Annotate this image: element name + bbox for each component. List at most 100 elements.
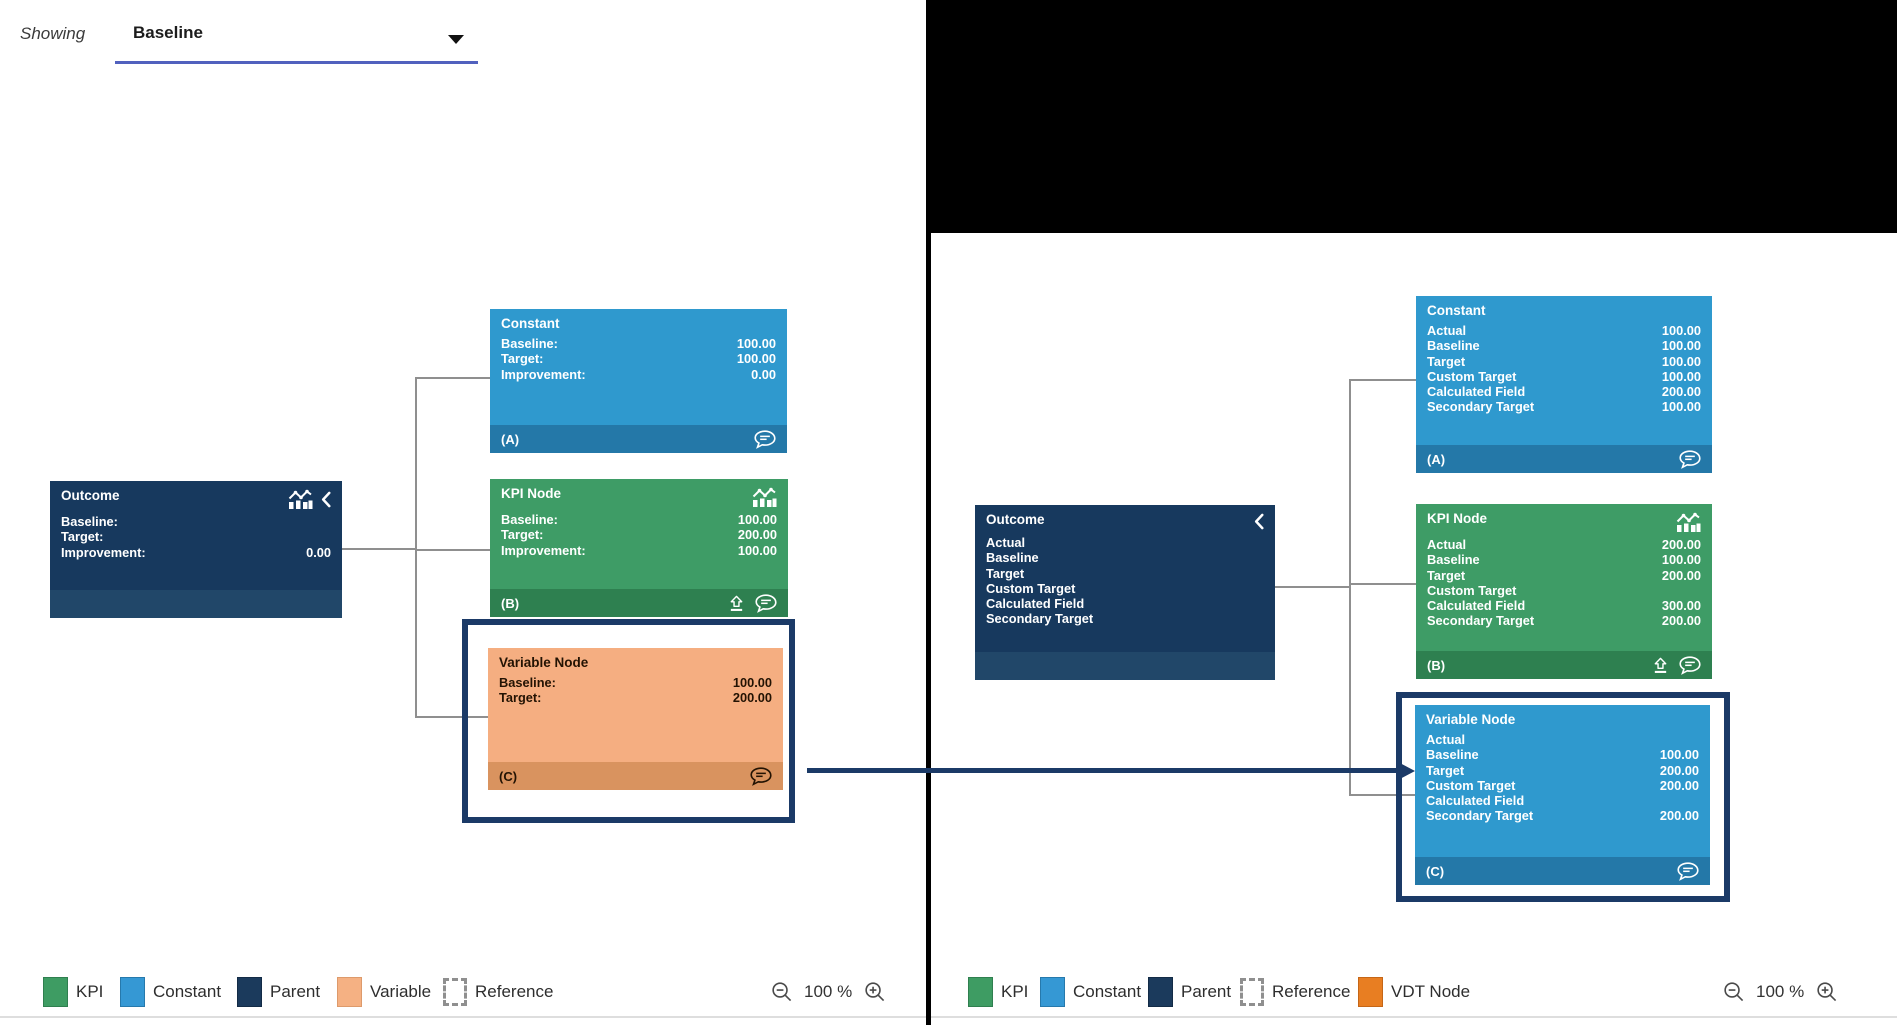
node-footer: (C) [488, 762, 783, 790]
node-title: Constant [501, 316, 560, 331]
reference-swatch [443, 978, 467, 1006]
comment-icon[interactable] [750, 767, 772, 786]
node-field-row: Target:100.00 [501, 351, 776, 367]
publish-arrow-up-icon[interactable] [1652, 657, 1669, 674]
node-variable-left[interactable]: Variable Node Baseline:100.00 Target:200… [488, 648, 783, 790]
node-field-row: Improvement:0.00 [61, 544, 331, 560]
zoom-in-icon[interactable] [863, 980, 886, 1003]
mapping-arrow-head [1398, 762, 1415, 780]
reference-swatch [1240, 978, 1264, 1006]
node-field-row: Baseline: [61, 514, 118, 529]
node-kpi-left[interactable]: KPI Node Baseline:100.00 Target:200.00 I… [490, 479, 788, 617]
zoom-controls-right: 100 % [1722, 980, 1838, 1003]
kpi-swatch [968, 977, 993, 1007]
showing-label: Showing [20, 24, 86, 43]
comment-icon[interactable] [1679, 656, 1701, 675]
chart-icon [1675, 512, 1701, 532]
node-field-row: Target:200.00 [501, 527, 777, 543]
comment-icon[interactable] [754, 430, 776, 449]
legend-item-constant: Constant [1040, 976, 1141, 1008]
legend-bar-right [931, 967, 1897, 1018]
node-footer: (B) [490, 589, 788, 617]
legend-item-parent: Parent [237, 976, 320, 1008]
node-field-row: Custom Target [1427, 582, 1517, 598]
variable-swatch [337, 977, 362, 1007]
node-footer: (C) [1415, 857, 1710, 885]
connector-line [1349, 379, 1351, 796]
chevron-left-icon[interactable] [321, 491, 331, 508]
node-field-row: Baseline:100.00 [501, 336, 776, 351]
node-footer: (A) [1416, 445, 1712, 473]
comment-icon[interactable] [755, 594, 777, 613]
node-footer: (B) [1416, 651, 1712, 679]
view-selector-dropdown[interactable]: Baseline [115, 14, 478, 64]
constant-swatch [1040, 977, 1065, 1007]
node-ref-label: (A) [1427, 451, 1446, 467]
node-title: Variable Node [499, 655, 589, 670]
node-title: KPI Node [501, 486, 562, 501]
node-footer: (A) [490, 425, 787, 453]
node-outcome-left[interactable]: Outcome Baseline: Target: Improvement:0.… [50, 481, 342, 618]
connector-line [1351, 583, 1416, 585]
zoom-controls-left: 100 % [770, 980, 886, 1003]
comment-icon[interactable] [1677, 862, 1699, 881]
publish-arrow-up-icon[interactable] [728, 595, 745, 612]
connector-line [342, 548, 415, 550]
chart-icon [751, 487, 777, 507]
node-title: Variable Node [1426, 712, 1516, 727]
node-ref-label: (B) [501, 595, 520, 611]
node-field-row: Target [986, 565, 1025, 581]
connector-line [417, 716, 488, 718]
parent-swatch [237, 977, 262, 1007]
zoom-out-icon[interactable] [1722, 980, 1745, 1003]
node-footer [50, 590, 342, 618]
node-ref-label: (B) [1427, 657, 1446, 673]
chevron-left-icon[interactable] [1254, 513, 1264, 530]
kpi-swatch [43, 977, 68, 1007]
node-field-row: Improvement:100.00 [501, 542, 777, 558]
comment-icon[interactable] [1679, 450, 1701, 469]
zoom-level: 100 % [804, 981, 853, 1001]
zoom-in-icon[interactable] [1815, 980, 1838, 1003]
vdt-node-swatch [1358, 977, 1383, 1007]
node-footer [975, 652, 1275, 680]
node-field-row: Custom Target [986, 580, 1076, 596]
node-field-row: Baseline:100.00 [499, 675, 772, 690]
connector-line [417, 549, 490, 551]
connector-line [415, 377, 417, 718]
caret-down-icon [448, 35, 464, 44]
node-title: KPI Node [1427, 511, 1488, 526]
selection-highlight-box [1396, 692, 1730, 902]
legend-item-reference: Reference [1240, 976, 1350, 1008]
parent-swatch [1148, 977, 1173, 1007]
node-field-row: Secondary Target [986, 611, 1094, 627]
connector-line [417, 377, 490, 379]
constant-swatch [120, 977, 145, 1007]
connector-line [1351, 794, 1415, 796]
node-constant-left[interactable]: Constant Baseline:100.00 Target:100.00 I… [490, 309, 787, 453]
node-field-row: Actual [986, 535, 1026, 550]
legend-item-vdt-node: VDT Node [1358, 976, 1470, 1008]
connector-line [1351, 379, 1416, 381]
node-field-row: Calculated Field [986, 596, 1085, 612]
node-outcome-right[interactable]: Outcome Actual Baseline Target Custom Ta… [975, 505, 1275, 680]
legend-item-reference: Reference [443, 976, 553, 1008]
zoom-out-icon[interactable] [770, 980, 793, 1003]
legend-item-kpi: KPI [43, 976, 103, 1008]
mapping-arrow [807, 768, 1400, 773]
node-field-row: Actual [1426, 732, 1466, 747]
